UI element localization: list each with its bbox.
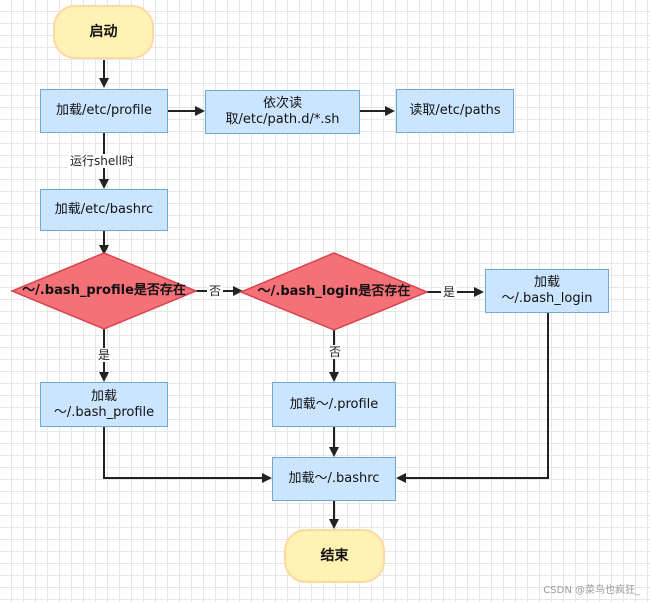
load-bash-login-box: 加载 ～/.bash_login: [485, 269, 609, 313]
read-etc-paths-box: 读取/etc/paths: [396, 89, 514, 133]
edge-bash-login-to-bashrc-home: [396, 313, 549, 483]
start-node: 启动: [53, 5, 154, 59]
load-home-bashrc-box: 加载～/.bashrc: [272, 457, 396, 501]
edge-bash-profile-to-bashrc-home: [103, 427, 272, 483]
edge-label-yes-1: 是: [96, 348, 113, 362]
edge-label-no-2: 否: [327, 345, 344, 359]
decision-bash-profile-exists-shape: [10, 252, 198, 330]
end-node: 结束: [284, 529, 385, 583]
edge-label-no-1: 否: [207, 284, 224, 298]
csdn-watermark: CSDN @菜鸟也疯狂_: [543, 585, 640, 596]
decision-bash-login-exists-label: ～/.bash_login是否存在: [257, 284, 411, 299]
edge-label-run-shell: 运行shell时: [68, 154, 136, 168]
load-etc-bashrc-box: 加载/etc/bashrc: [40, 189, 168, 231]
load-home-profile-box: 加载～/.profile: [272, 382, 396, 427]
edge-label-yes-2: 是: [441, 285, 458, 299]
load-etc-profile-box: 加载/etc/profile: [40, 89, 168, 133]
read-path-d-box: 依次读 取/etc/path.d/*.sh: [205, 90, 360, 134]
decision-bash-login-exists-shape: [239, 252, 429, 331]
decision-bash-profile-exists-label: ～/.bash_profile是否存在: [22, 283, 186, 298]
load-bash-profile-box: 加载 ～/.bash_profile: [40, 382, 168, 427]
